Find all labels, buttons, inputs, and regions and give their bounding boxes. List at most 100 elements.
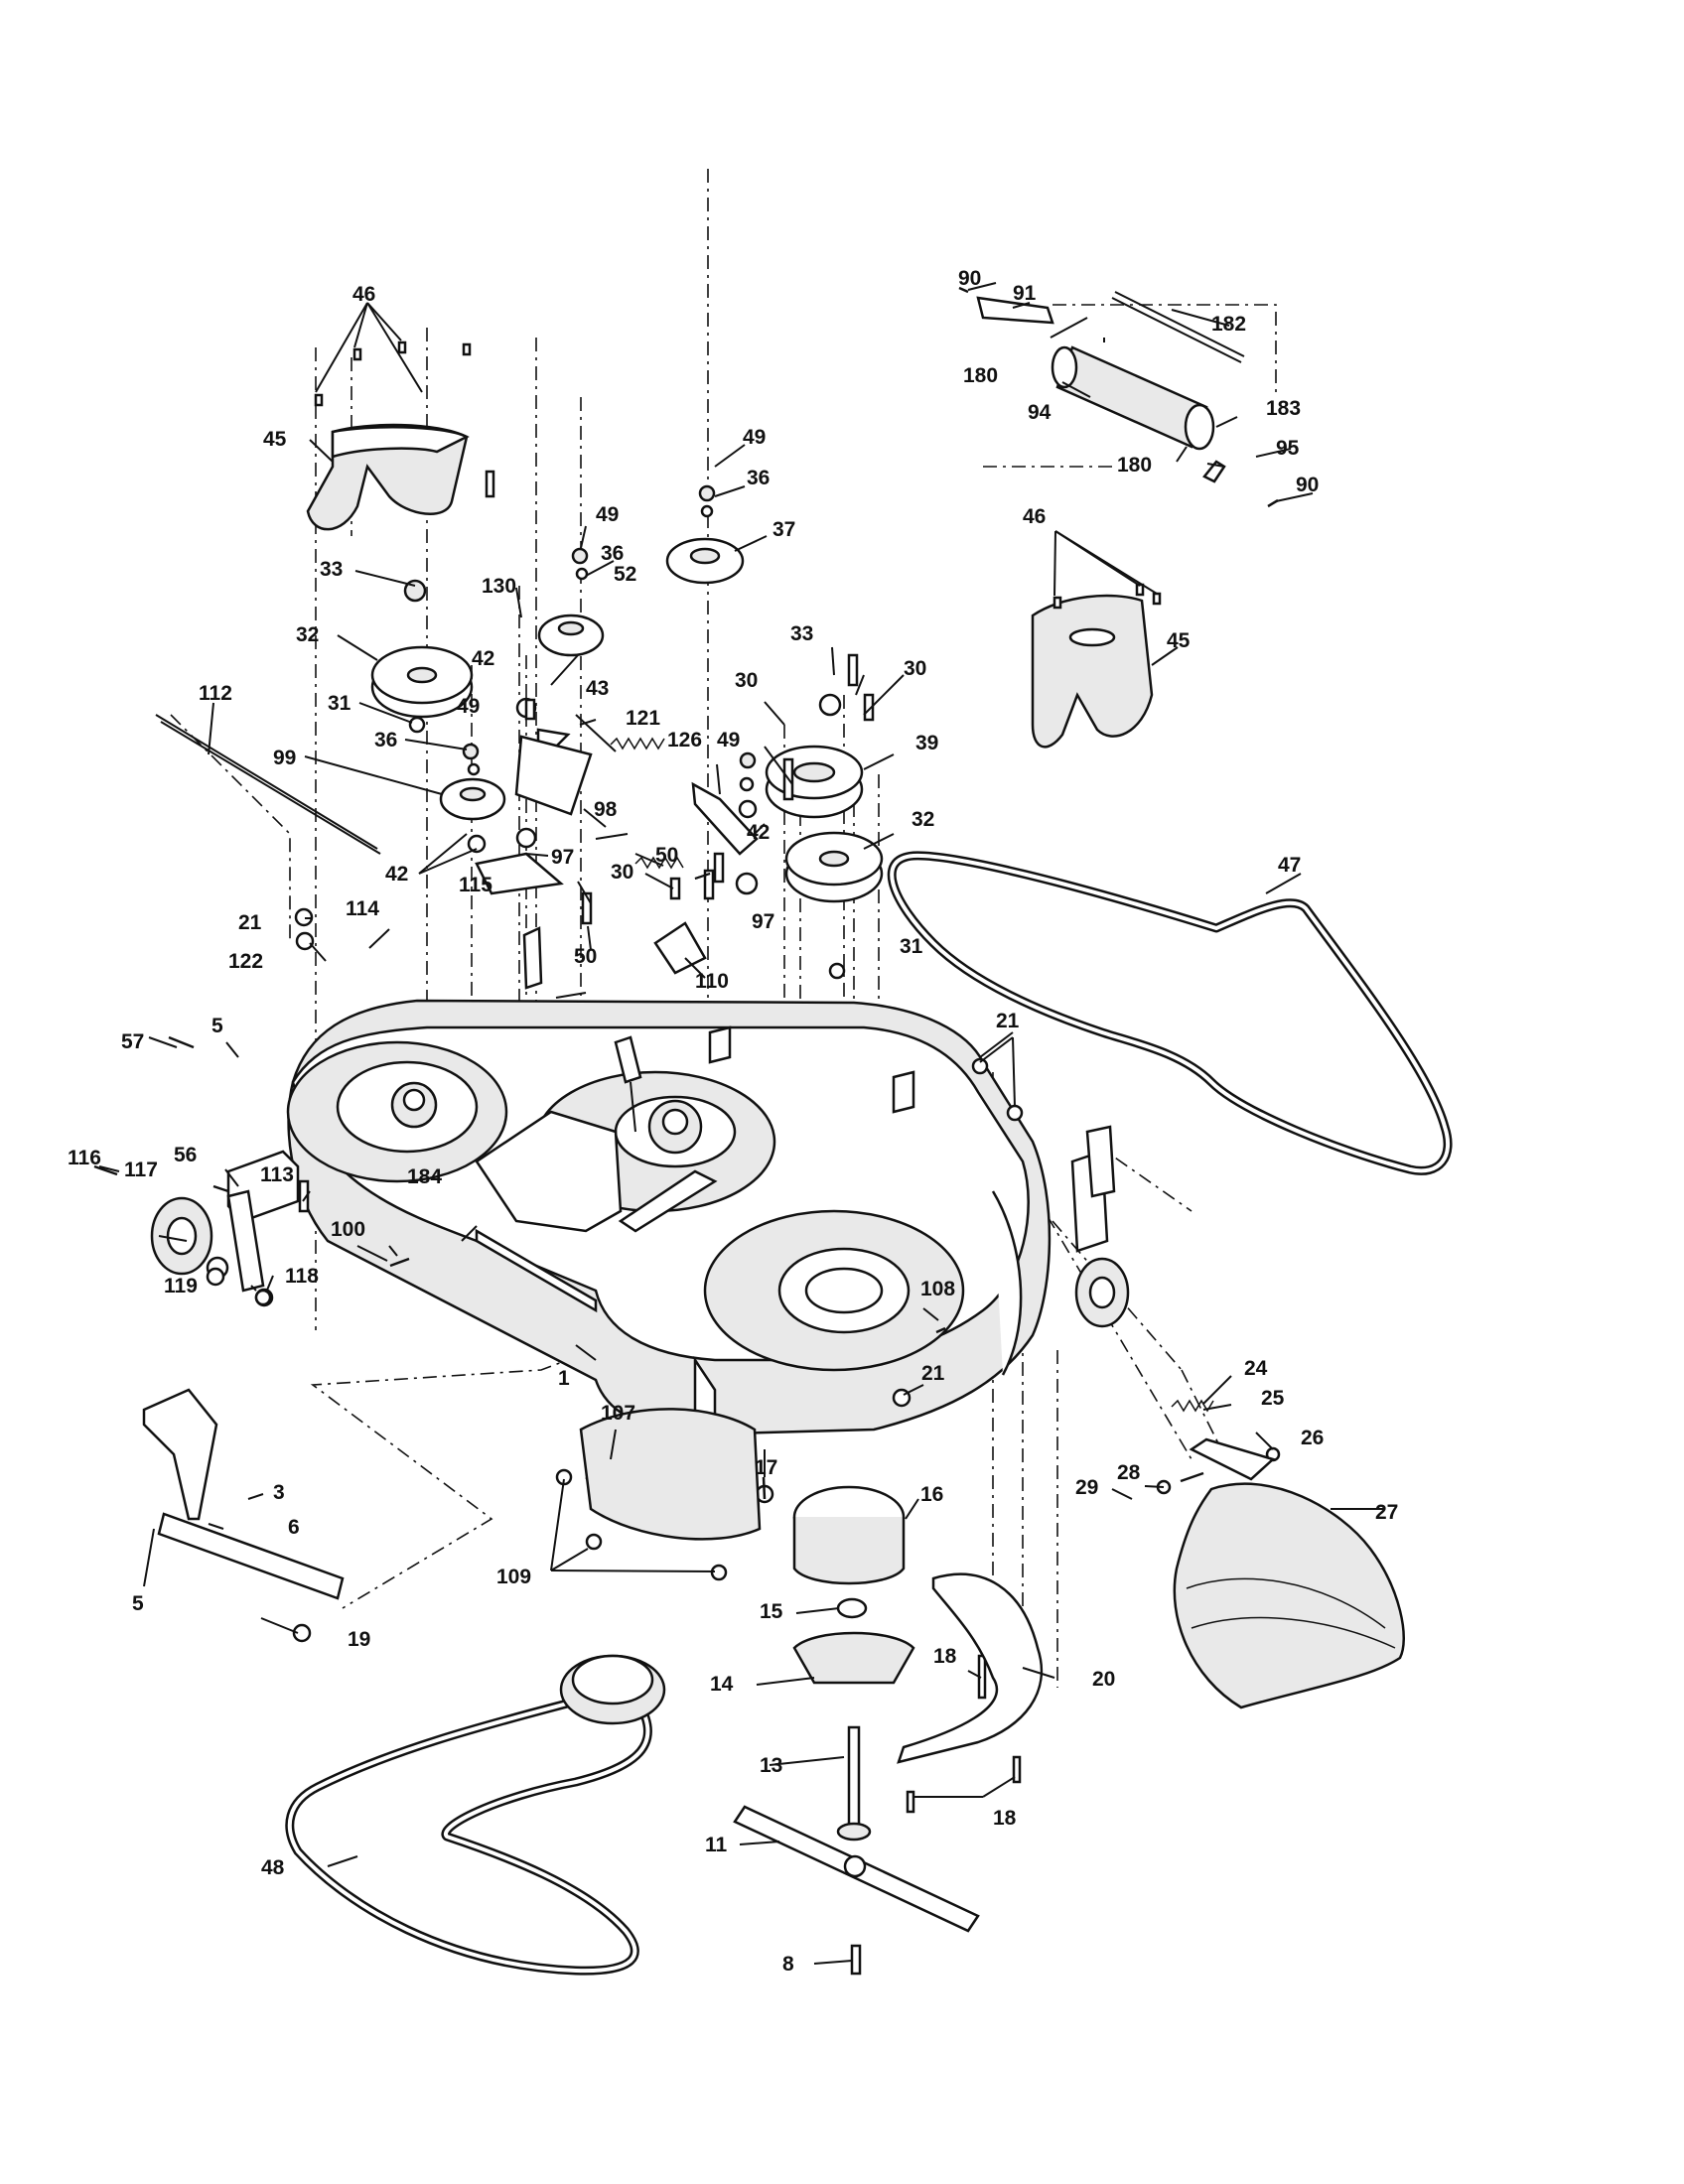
mulch-plate xyxy=(579,1408,762,1541)
callout-label: 36 xyxy=(374,729,397,751)
callout-label: 90 xyxy=(958,267,981,290)
callout-label: 97 xyxy=(551,846,574,869)
callout-label: 45 xyxy=(1167,629,1191,652)
belt-47 xyxy=(887,851,1453,1175)
leader-lines xyxy=(98,282,1385,1965)
callout-label: 110 xyxy=(695,970,729,993)
callout-label: 121 xyxy=(626,707,660,730)
callout-label: 36 xyxy=(601,542,624,565)
callout-label: 24 xyxy=(1244,1357,1268,1380)
callout-label: 90 xyxy=(1296,474,1319,496)
callout-label: 8 xyxy=(782,1953,794,1976)
callout-label: 6 xyxy=(288,1516,300,1539)
belt-cover-right xyxy=(1031,594,1154,749)
callout-label: 42 xyxy=(385,863,408,886)
callout-label: 1 xyxy=(558,1367,570,1390)
belt-48 xyxy=(285,1654,666,1976)
callout-label: 97 xyxy=(752,910,774,933)
callout-label: 182 xyxy=(1211,313,1246,336)
callout-label: 107 xyxy=(601,1402,635,1425)
callout-label: 57 xyxy=(121,1030,144,1053)
callout-label: 184 xyxy=(407,1165,442,1188)
callout-label: 11 xyxy=(705,1834,728,1856)
callout-label: 14 xyxy=(710,1673,734,1696)
callout-label: 31 xyxy=(900,935,923,958)
callout-label: 15 xyxy=(760,1600,783,1623)
callout-label: 48 xyxy=(261,1856,285,1879)
callout-label: 49 xyxy=(743,426,766,449)
callout-label: 26 xyxy=(1301,1427,1324,1449)
callout-label: 21 xyxy=(238,911,262,934)
callout-label: 39 xyxy=(915,732,938,754)
callout-label: 31 xyxy=(328,692,351,715)
callout-label: 109 xyxy=(496,1566,531,1588)
callout-label: 49 xyxy=(717,729,740,751)
callout-label: 49 xyxy=(457,695,480,718)
callout-label: 116 xyxy=(68,1147,101,1169)
callout-label: 130 xyxy=(482,575,516,598)
callout-label: 42 xyxy=(747,821,770,844)
callout-label: 94 xyxy=(1028,401,1052,424)
callout-label: 112 xyxy=(199,682,232,705)
callout-label: 17 xyxy=(755,1456,777,1479)
callout-label: 52 xyxy=(614,563,636,586)
callout-label: 95 xyxy=(1276,437,1300,460)
callout-label: 33 xyxy=(790,622,813,645)
callout-label: 56 xyxy=(174,1144,197,1166)
callout-label: 46 xyxy=(1023,505,1046,528)
callout-label: 21 xyxy=(996,1010,1020,1032)
callout-label: 183 xyxy=(1266,397,1301,420)
callout-label: 108 xyxy=(920,1278,955,1300)
callout-label: 5 xyxy=(211,1015,223,1037)
callout-label: 19 xyxy=(348,1628,370,1651)
rod-112 xyxy=(155,714,381,855)
callout-label: 99 xyxy=(273,747,296,769)
callout-label: 117 xyxy=(124,1159,158,1181)
brackets xyxy=(142,296,1276,1764)
callout-label: 3 xyxy=(273,1481,285,1504)
callout-label: 30 xyxy=(735,669,758,692)
callout-label: 16 xyxy=(920,1483,943,1506)
callout-label: 47 xyxy=(1278,854,1301,877)
callout-label: 43 xyxy=(586,677,609,700)
callout-label: 100 xyxy=(331,1218,365,1241)
callout-label: 49 xyxy=(596,503,619,526)
mower-deck-housing xyxy=(226,999,1109,1444)
callout-label: 5 xyxy=(132,1592,144,1615)
callout-label: 122 xyxy=(228,950,263,973)
callout-label: 50 xyxy=(655,844,678,867)
hardware xyxy=(93,286,1281,1814)
callout-label: 37 xyxy=(772,518,795,541)
callout-label: 50 xyxy=(574,945,597,968)
callout-label: 32 xyxy=(296,623,319,646)
callout-label: 180 xyxy=(963,364,998,387)
callout-label: 27 xyxy=(1375,1501,1398,1524)
callout-label: 46 xyxy=(352,283,375,306)
callout-label: 91 xyxy=(1013,282,1037,305)
callout-labels: 46 45 33 32 31 36 99 42 112 49 130 42 49… xyxy=(68,267,1398,1976)
anti-scalp-roller xyxy=(1051,291,1245,451)
callout-label: 33 xyxy=(320,558,343,581)
callout-label: 30 xyxy=(904,657,926,680)
callout-label: 42 xyxy=(472,647,494,670)
callout-label: 20 xyxy=(1092,1668,1115,1691)
callout-label: 25 xyxy=(1261,1387,1285,1410)
callout-label: 45 xyxy=(263,428,287,451)
callout-label: 21 xyxy=(921,1362,945,1385)
callout-label: 119 xyxy=(164,1275,198,1297)
callout-label: 126 xyxy=(667,729,702,751)
callout-label: 118 xyxy=(285,1265,319,1288)
callout-label: 113 xyxy=(260,1163,294,1186)
spindle-assembly xyxy=(733,1485,980,1976)
callout-label: 32 xyxy=(912,808,934,831)
callout-label: 28 xyxy=(1117,1461,1141,1484)
callout-label: 180 xyxy=(1117,454,1152,477)
callout-label: 29 xyxy=(1075,1476,1098,1499)
callout-label: 36 xyxy=(747,467,770,489)
callout-label: 30 xyxy=(611,861,633,884)
callout-label: 114 xyxy=(346,897,379,920)
callout-label: 18 xyxy=(993,1807,1017,1830)
discharge-chute xyxy=(1173,1482,1405,1709)
callout-label: 115 xyxy=(459,874,492,896)
